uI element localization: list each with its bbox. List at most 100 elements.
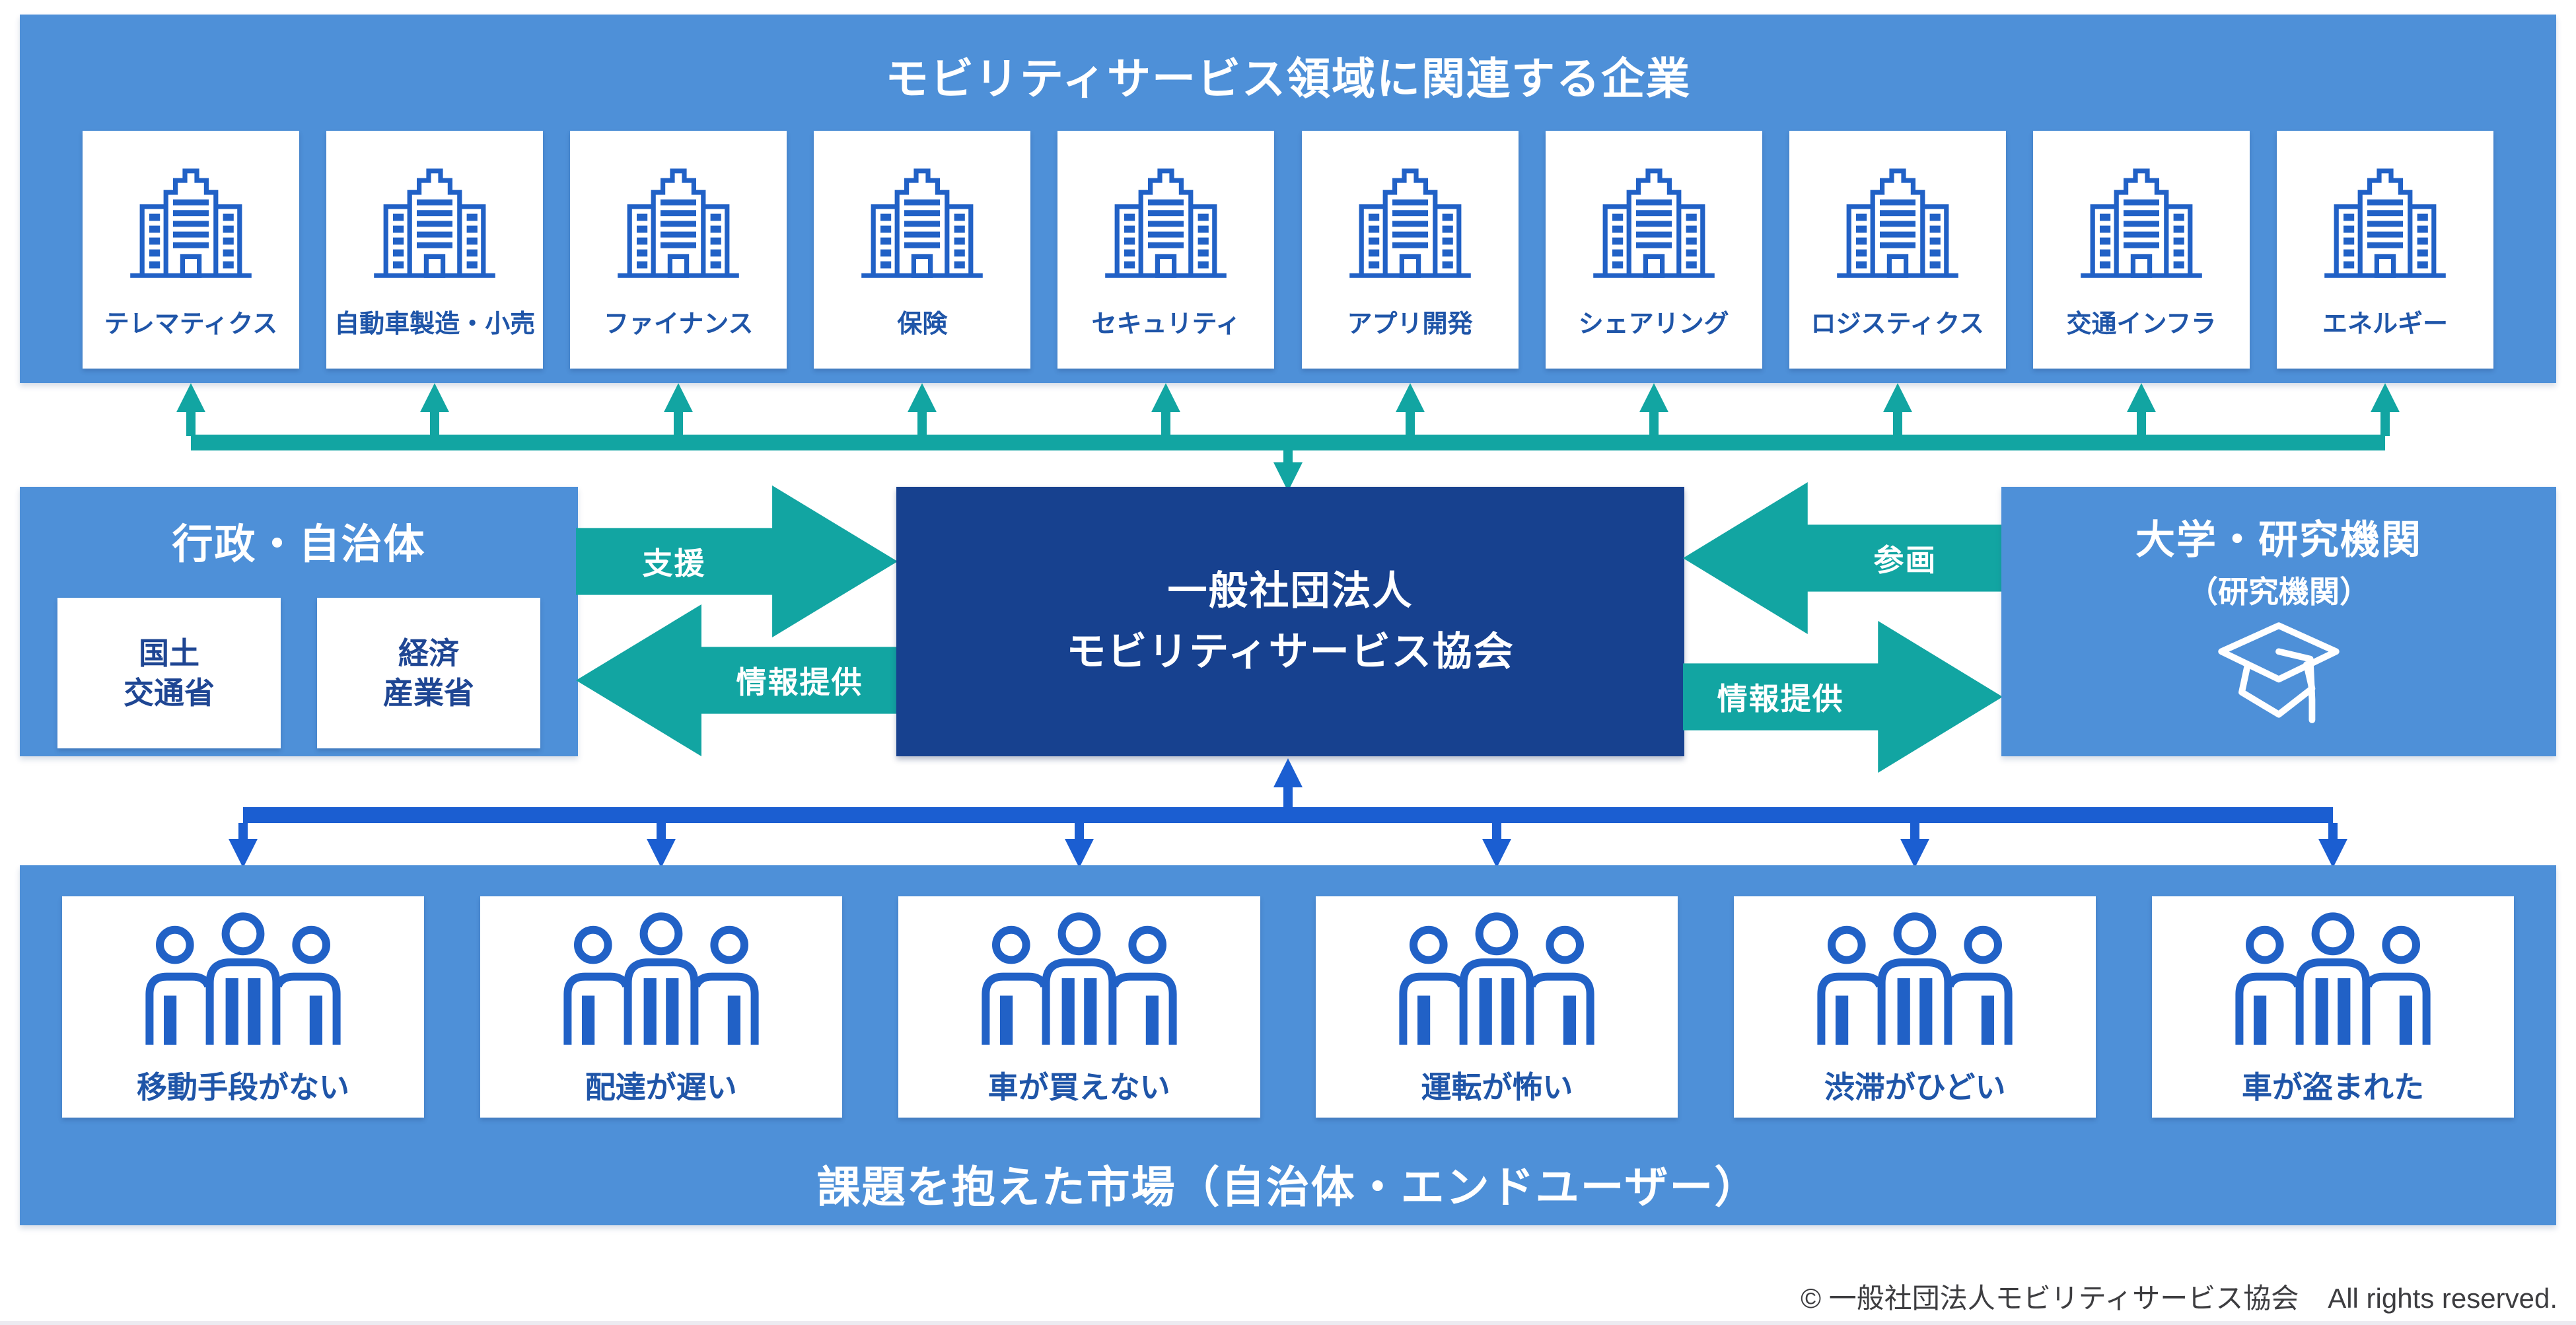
association-name-line2: モビリティサービス協会 (1066, 629, 1515, 674)
issue-box: 配達が遅い (480, 896, 842, 1118)
issue-box: 車が買えない (898, 896, 1260, 1118)
arrow-up-icon (2126, 383, 2156, 436)
office-building-icon (2320, 166, 2451, 281)
government-box: 行政・自治体 国土 交通省 経済 産業省 (20, 487, 578, 756)
arrow-up-icon (1151, 383, 1181, 436)
issue-label: 渋滞がひどい (1824, 1069, 2006, 1104)
company-box: ロジスティクス (1789, 131, 2006, 369)
footer: © 一般社団法人モビリティサービス協会 All rights reserved. (1801, 1276, 2558, 1316)
company-label: アプリ開発 (1347, 310, 1473, 338)
companies-connector-arrows (176, 383, 2400, 436)
issue-label: 移動手段がない (137, 1069, 349, 1104)
government-title: 行政・自治体 (172, 522, 426, 567)
office-building-icon (1832, 166, 1963, 281)
office-building-icon (613, 166, 744, 281)
market-band-title: 課題を抱えた市場（自治体・エンドユーザー） (816, 1163, 1760, 1211)
arrow-up-icon (1273, 758, 1303, 808)
info-arrow-right: 情報提供 (1683, 621, 2003, 773)
company-box: 交通インフラ (2032, 131, 2250, 369)
people-group-icon (140, 912, 346, 1045)
arrow-down-icon (1482, 823, 1512, 868)
support-arrow-label: 支援 (642, 546, 706, 581)
company-label: 自動車製造・小売 (334, 310, 536, 338)
office-building-icon (1345, 166, 1476, 281)
company-label: エネルギー (2322, 310, 2448, 338)
arrow-up-icon (420, 383, 450, 436)
arrow-up-icon (1639, 383, 1668, 436)
ministry-box: 国土 交通省 (57, 598, 281, 748)
people-group-icon (1394, 912, 1600, 1045)
market-connector-bar (243, 807, 2333, 823)
arrow-down-icon (1064, 823, 1094, 868)
people-group-icon (558, 912, 764, 1045)
people-group-icon (976, 912, 1182, 1045)
office-building-icon (857, 166, 987, 281)
arrow-down-icon (1273, 449, 1303, 491)
info-arrow-left: 情報提供 (576, 604, 898, 756)
ministry-name-line1: 国土 (139, 636, 199, 670)
company-label: テレマティクス (104, 310, 278, 338)
office-building-icon (1100, 166, 1231, 281)
info-right-arrow-label: 情報提供 (1717, 682, 1844, 716)
people-group-icon (2230, 912, 2436, 1045)
info-left-arrow-label: 情報提供 (736, 665, 863, 699)
arrow-up-icon (1395, 383, 1425, 436)
companies-band-title: モビリティサービス領域に関連する企業 (884, 54, 1692, 103)
office-building-icon (125, 166, 256, 281)
ministry-name-line2: 交通省 (124, 676, 215, 710)
issue-label: 車が買えない (987, 1069, 1170, 1104)
association-box: 一般社団法人 モビリティサービス協会 (896, 487, 1684, 756)
arrow-down-icon (2318, 823, 2347, 868)
companies-row: テレマティクス 自動車製造・小売 ファイナンス 保険 (83, 131, 2493, 369)
company-label: セキュリティ (1091, 310, 1241, 338)
arrow-up-icon (1882, 383, 1912, 436)
people-group-icon (1812, 912, 2018, 1045)
university-title: 大学・研究機関 (2135, 518, 2422, 562)
rights-text: All rights reserved. (2328, 1283, 2558, 1314)
support-arrow-right: 支援 (576, 485, 898, 637)
arrow-down-icon (646, 823, 676, 868)
company-box: セキュリティ (1057, 131, 1275, 369)
issue-label: 配達が遅い (585, 1069, 737, 1104)
company-box: テレマティクス (83, 131, 299, 369)
ministries-row: 国土 交通省 経済 産業省 (57, 598, 540, 748)
issue-label: 車が盗まれた (2241, 1069, 2424, 1104)
university-subtitle: （研究機関） (2188, 575, 2370, 609)
arrow-down-icon (229, 823, 258, 868)
company-box: 保険 (814, 131, 1031, 369)
issue-box: 移動手段がない (62, 896, 424, 1118)
market-band: 移動手段がない 配達が遅い 車が買えない 運転が怖い (20, 865, 2556, 1225)
company-label: シェアリング (1578, 310, 1729, 338)
ministry-box: 経済 産業省 (317, 598, 540, 748)
university-box: 大学・研究機関 （研究機関） (2001, 487, 2556, 756)
copyright-text: © 一般社団法人モビリティサービス協会 (1801, 1283, 2299, 1314)
graduation-cap-icon (2214, 618, 2343, 729)
association-name-line1: 一般社団法人 (1167, 569, 1413, 613)
company-label: 保険 (897, 310, 948, 338)
arrow-up-icon (664, 383, 694, 436)
company-label: 交通インフラ (2066, 310, 2217, 338)
company-label: ロジスティクス (1810, 310, 1985, 338)
ministry-name-line1: 経済 (398, 636, 459, 670)
companies-connector-bar (191, 435, 2385, 450)
market-connector-arrows (229, 823, 2347, 868)
arrow-down-icon (1900, 823, 1930, 868)
arrow-up-icon (2370, 383, 2400, 436)
issue-box: 車が盗まれた (2151, 896, 2514, 1118)
office-building-icon (369, 166, 500, 281)
participation-arrow-left: 参画 (1683, 482, 2003, 634)
companies-band: モビリティサービス領域に関連する企業 テレマティクス 自動車製造・小売 ファイナ… (20, 15, 2556, 383)
company-box: エネルギー (2276, 131, 2493, 369)
issue-box: 渋滞がひどい (1734, 896, 2096, 1118)
issue-box: 運転が怖い (1316, 896, 1678, 1118)
company-label: ファイナンス (603, 310, 754, 338)
arrow-up-icon (176, 383, 205, 436)
company-box: ファイナンス (570, 131, 787, 369)
bottom-edge-line (0, 1321, 2576, 1325)
company-box: シェアリング (1545, 131, 1762, 369)
issue-label: 運転が怖い (1421, 1069, 1573, 1104)
office-building-icon (2076, 166, 2207, 281)
ministry-name-line2: 産業省 (383, 676, 474, 710)
issues-row: 移動手段がない 配達が遅い 車が買えない 運転が怖い (62, 896, 2514, 1118)
